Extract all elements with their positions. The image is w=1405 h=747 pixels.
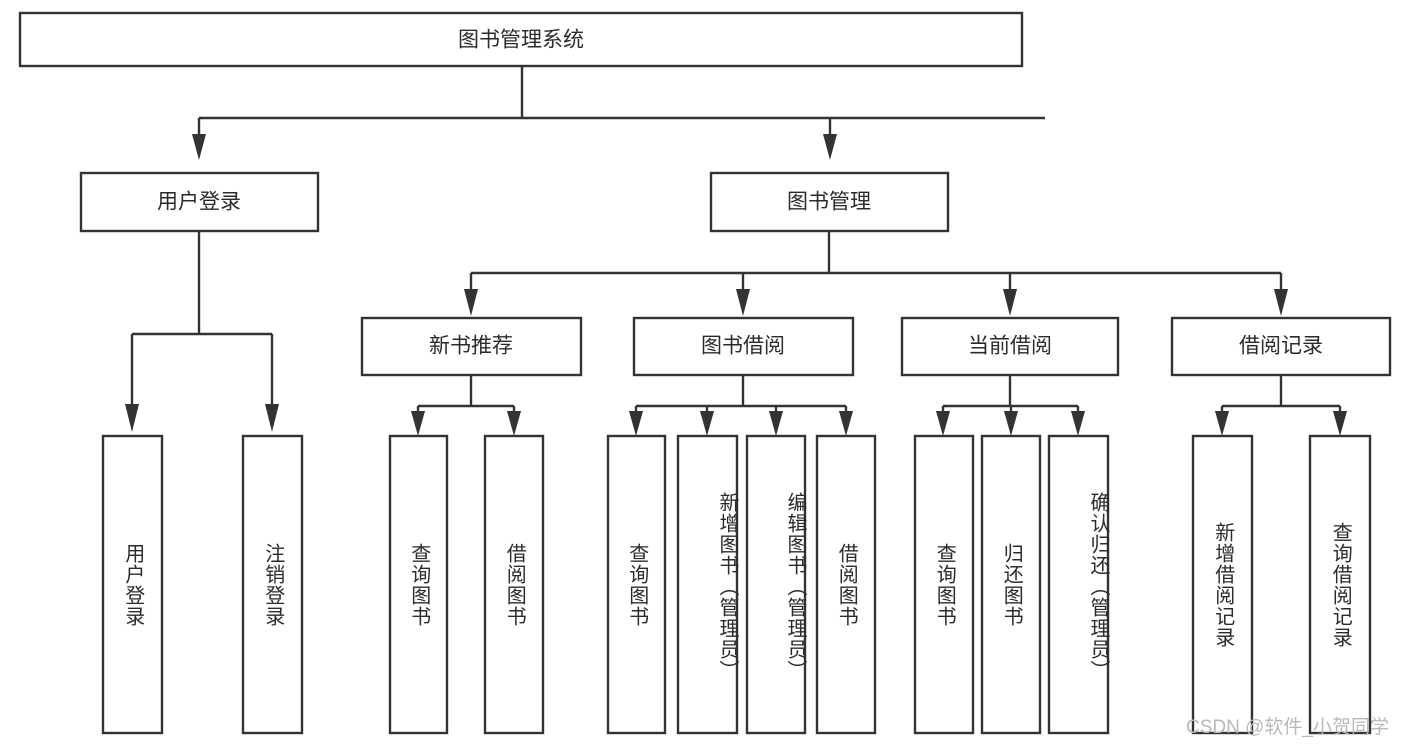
- leaf-box-current-borrow-2[interactable]: [1047, 434, 1110, 735]
- connector-book-borrow-to-leaves: [629, 375, 853, 436]
- arrow-head-icon: [839, 411, 853, 436]
- node-new-book-recommend[interactable]: 新书推荐: [360, 316, 583, 377]
- arrow-head-icon: [265, 404, 279, 432]
- arrow-head-icon: [192, 134, 206, 160]
- arrow-head-icon: [769, 411, 783, 436]
- arrow-head-icon: [823, 134, 837, 160]
- leaf-box-new-book-0[interactable]: [388, 434, 449, 735]
- arrow-head-icon: [1215, 411, 1229, 436]
- leaf-box-current-borrow-0[interactable]: [913, 434, 975, 735]
- node-root[interactable]: 图书管理系统: [18, 11, 1024, 68]
- node-user-login[interactable]: 用户登录: [79, 171, 320, 233]
- node-current-borrow[interactable]: 当前借阅: [900, 316, 1120, 377]
- leaf-box-user-login-0[interactable]: [101, 434, 164, 735]
- arrow-head-icon: [1071, 411, 1085, 436]
- node-current-borrow-label: 当前借阅: [968, 335, 1052, 358]
- leaf-box-borrow-record-1[interactable]: [1308, 434, 1372, 735]
- node-root-label: 图书管理系统: [458, 29, 584, 52]
- arrow-head-icon: [1333, 411, 1347, 436]
- arrow-head-icon: [629, 411, 643, 436]
- connector-user-login-to-leaves: [125, 231, 279, 432]
- leaf-box-user-login-1[interactable]: [241, 434, 304, 735]
- node-book-borrow[interactable]: 图书借阅: [632, 316, 855, 377]
- leaf-box-book-borrow-3[interactable]: [815, 434, 877, 735]
- node-book-borrow-label: 图书借阅: [701, 335, 785, 358]
- csdn-watermark: CSDN @软件_小贺同学: [1186, 717, 1389, 738]
- arrow-head-icon: [464, 289, 478, 316]
- connector-new-book-recommend-to-leaves: [411, 375, 521, 436]
- connector-book-management-to-level2: [464, 231, 1288, 316]
- connector-current-borrow-to-leaves: [936, 375, 1085, 436]
- leaf-box-current-borrow-1[interactable]: [980, 434, 1042, 735]
- arrow-head-icon: [700, 411, 714, 436]
- leaf-box-book-borrow-1[interactable]: [676, 434, 739, 735]
- arrow-head-icon: [936, 411, 950, 436]
- arrow-head-icon: [1274, 289, 1288, 316]
- node-current-borrow-box[interactable]: [900, 316, 1120, 377]
- node-borrow-record-label: 借阅记录: [1239, 335, 1323, 358]
- node-user-login-box[interactable]: [79, 171, 320, 233]
- node-book-management[interactable]: 图书管理: [709, 171, 950, 233]
- connector-root-to-level1: [192, 66, 1045, 160]
- leaf-box-book-borrow-0[interactable]: [606, 434, 667, 735]
- arrow-head-icon: [1004, 411, 1018, 436]
- node-user-login-label: 用户登录: [157, 191, 241, 214]
- node-book-management-label: 图书管理: [787, 191, 871, 214]
- arrow-head-icon: [411, 411, 425, 436]
- arrow-head-icon: [507, 411, 521, 436]
- node-new-book-recommend-label: 新书推荐: [429, 335, 513, 358]
- arrow-head-icon: [1003, 289, 1017, 316]
- leaf-box-new-book-1[interactable]: [483, 434, 545, 735]
- connector-borrow-record-to-leaves: [1215, 375, 1347, 436]
- node-root-box[interactable]: [18, 11, 1024, 68]
- leaf-box-borrow-record-0[interactable]: [1191, 434, 1254, 735]
- node-borrow-record[interactable]: 借阅记录: [1170, 316, 1392, 377]
- arrow-head-icon: [125, 404, 139, 432]
- arrow-head-icon: [736, 289, 750, 316]
- leaf-box-book-borrow-2[interactable]: [745, 434, 807, 735]
- node-new-book-recommend-box[interactable]: [360, 316, 583, 377]
